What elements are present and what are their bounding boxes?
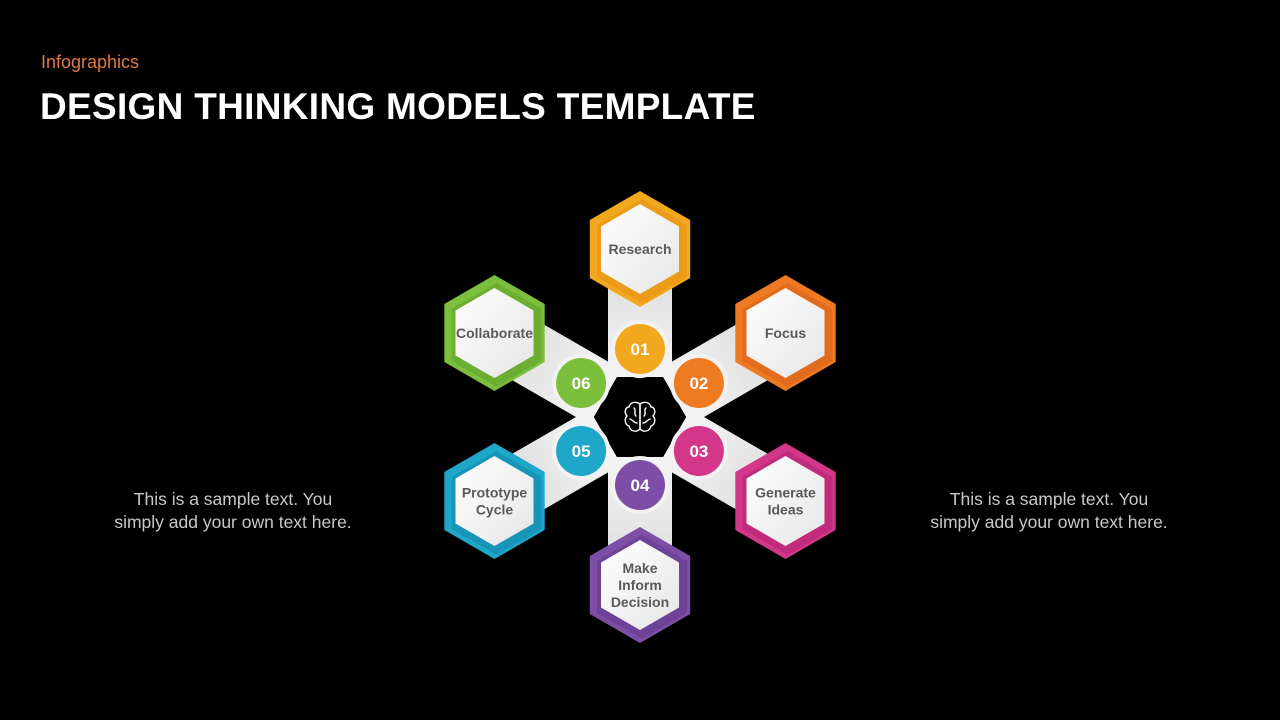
number-badge-06: 06 [552, 354, 611, 412]
side-text-left: This is a sample text. You simply add yo… [114, 489, 352, 532]
step-number-06: 06 [572, 374, 591, 393]
step-number-03: 03 [689, 442, 708, 461]
step-label-05: Prototype [462, 485, 528, 501]
hexagons: ResearchFocusGenerateIdeasMakeInformDeci… [444, 191, 836, 643]
hexagon-inner [746, 288, 825, 378]
hexagon-inner [601, 204, 679, 294]
brain-icon [624, 401, 656, 432]
step-label-05: Cycle [476, 502, 514, 518]
step-number-05: 05 [572, 442, 591, 461]
number-badge-05: 05 [552, 422, 611, 480]
step-label-03: Ideas [768, 502, 804, 518]
number-badges: 01 02 03 04 05 06 [552, 320, 728, 514]
step-label-02: Focus [765, 325, 806, 341]
hexagon-inner [746, 456, 825, 546]
number-badge-02: 02 [669, 354, 728, 412]
number-badge-01: 01 [611, 320, 669, 378]
step-label-04: Inform [618, 577, 662, 593]
badge-circle [615, 324, 665, 374]
number-badge-04: 04 [611, 456, 669, 514]
badge-circle [556, 358, 607, 408]
step-label-04: Make [622, 560, 657, 576]
number-badge-03: 03 [669, 422, 728, 480]
hexagon-inner [601, 540, 679, 630]
step-label-04: Decision [611, 594, 669, 610]
step-hexagon-01: Research [589, 191, 691, 307]
eyebrow-label: Infographics [41, 52, 140, 72]
step-number-04: 04 [631, 476, 650, 495]
badge-circle [673, 426, 724, 476]
badge-circle [673, 358, 724, 408]
step-hexagon-02: Focus [735, 275, 836, 391]
step-number-02: 02 [689, 374, 708, 393]
step-label-06: Collaborate [456, 325, 533, 341]
step-hexagon-06: Collaborate [444, 275, 545, 391]
step-number-01: 01 [631, 340, 650, 359]
page-title: DESIGN THINKING MODELS TEMPLATE [40, 86, 756, 127]
hexagon-inner [455, 456, 534, 546]
badge-circle [556, 426, 607, 476]
step-label-01: Research [608, 241, 671, 257]
badge-circle [615, 460, 665, 510]
step-label-03: Generate [755, 485, 816, 501]
hexagon-inner [455, 288, 534, 378]
side-text-right: This is a sample text. You simply add yo… [930, 489, 1168, 532]
